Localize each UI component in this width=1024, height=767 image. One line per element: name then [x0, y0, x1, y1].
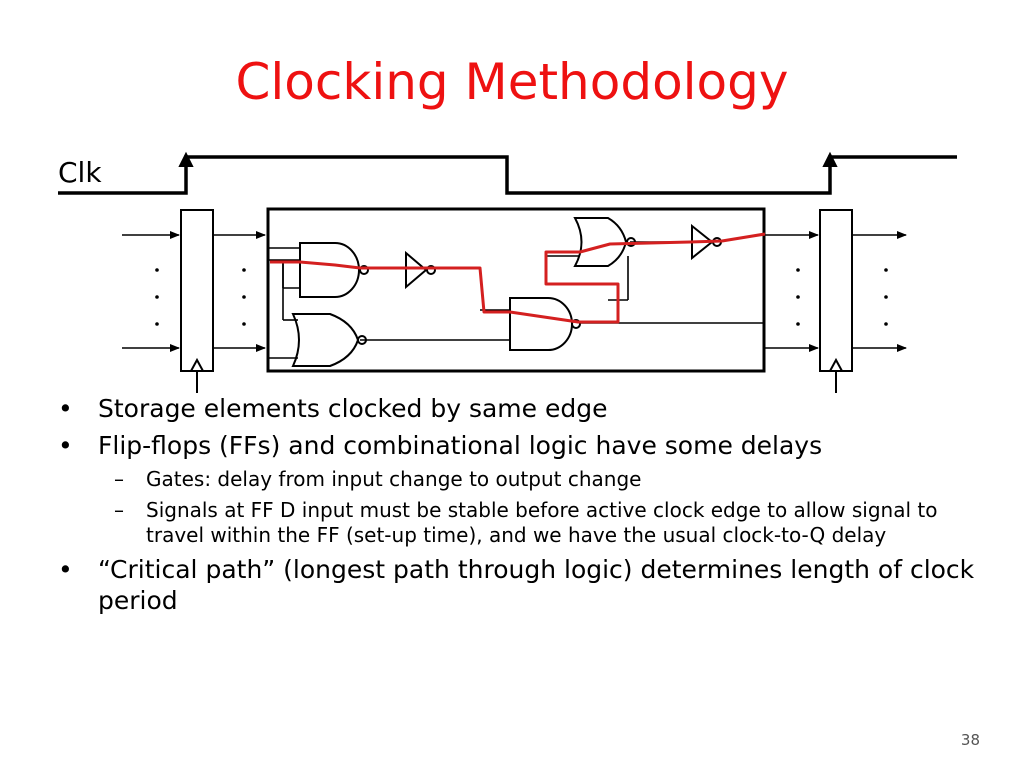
clock-waveform: [58, 155, 957, 195]
clock-edge-arrows: [178, 151, 838, 194]
nand-gate-2: [509, 297, 581, 351]
nor-gate-1: [291, 313, 367, 367]
left-register: [180, 209, 214, 393]
logic-wires: [268, 241, 765, 359]
bullet-list: Storage elements clocked by same edge Fl…: [56, 393, 986, 622]
slide-title: Clocking Methodology: [235, 53, 789, 111]
page-number: 38: [960, 731, 980, 749]
bullet-item: Storage elements clocked by same edge: [56, 393, 986, 424]
inverter-1: [405, 250, 436, 290]
nand-gate-1: [299, 242, 369, 298]
critical-path: [270, 232, 766, 324]
ellipsis-dots: [155, 268, 888, 326]
right-register: [819, 209, 853, 393]
bullet-item: “Critical path” (longest path through lo…: [56, 554, 986, 616]
sub-bullet-item: Gates: delay from input change to output…: [56, 467, 986, 492]
clock-label: Clk: [58, 156, 102, 189]
clocking-diagram: Clk: [58, 151, 957, 393]
bullet-item: Flip-flops (FFs) and combinational logic…: [56, 430, 986, 461]
combinational-logic-box: [266, 207, 766, 373]
nor-gate-2: [573, 217, 636, 267]
register-io-arrows: [122, 231, 907, 352]
sub-bullet-item: Signals at FF D input must be stable bef…: [56, 498, 986, 548]
